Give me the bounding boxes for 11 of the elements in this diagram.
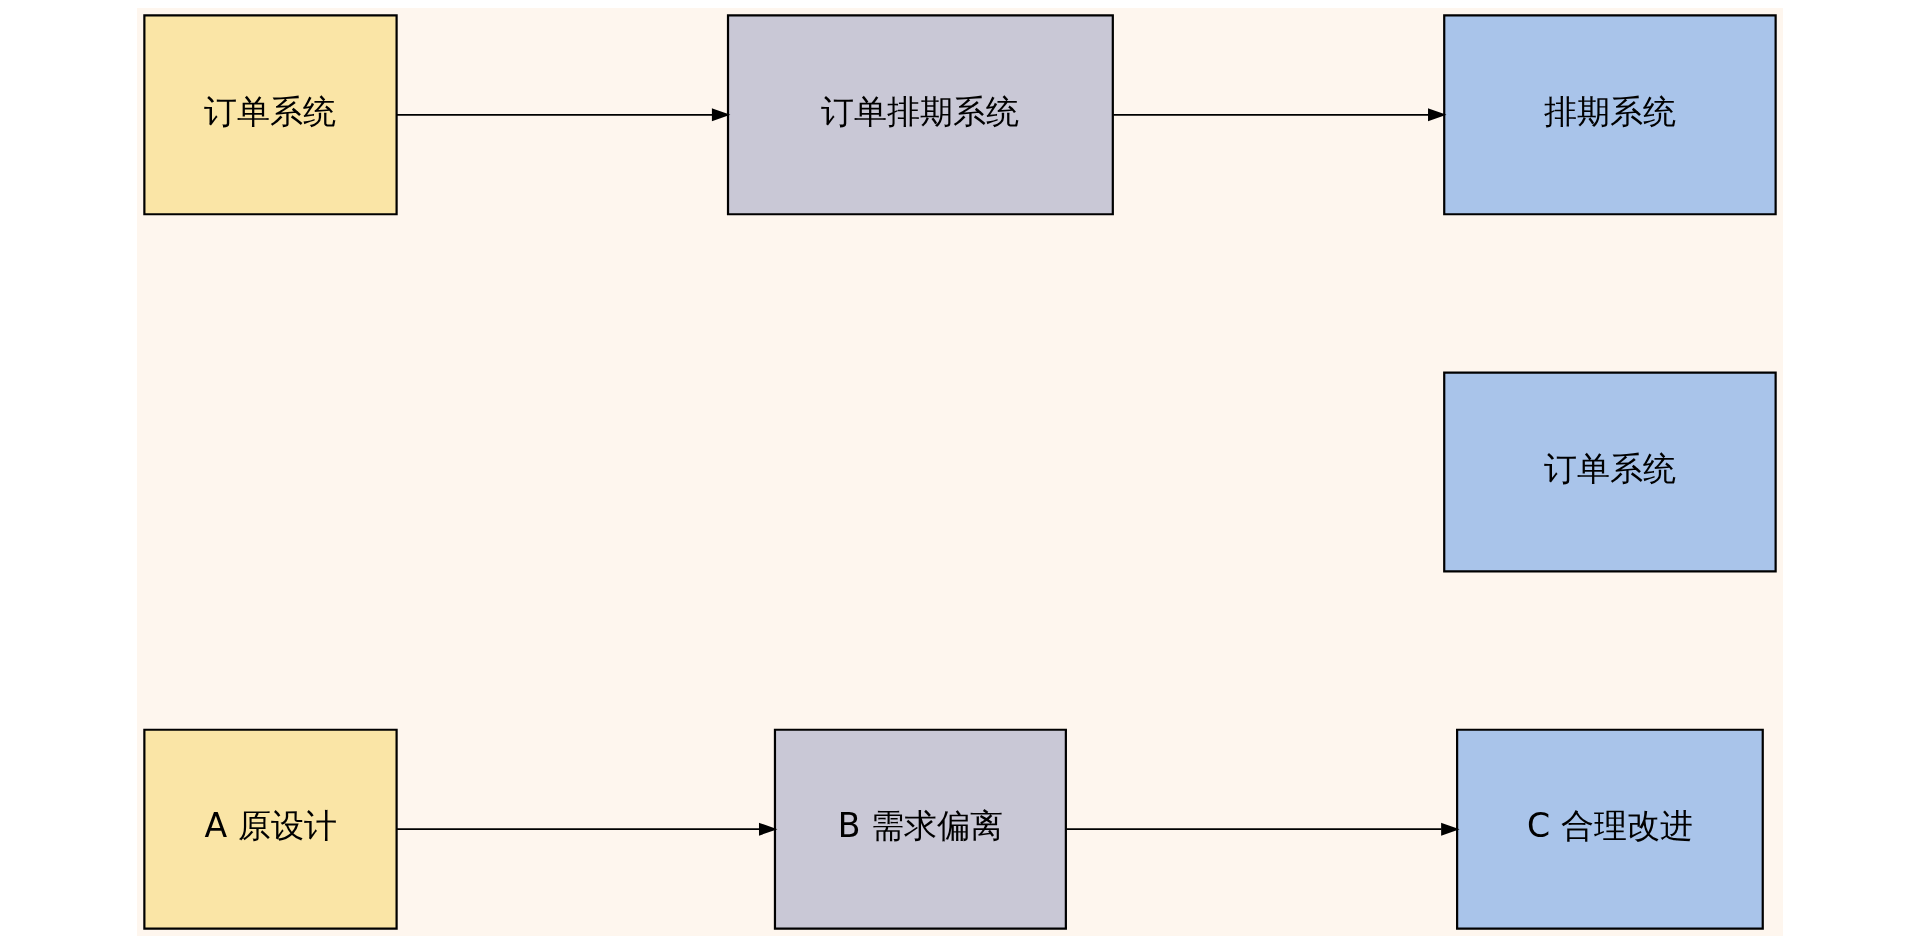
node-box: 订单排期系统: [726, 14, 1114, 216]
node-box: C 合理改进: [1456, 728, 1764, 930]
node-box: B 需求偏离: [773, 728, 1067, 930]
node-box: 订单系统: [143, 14, 398, 216]
arrow: [1065, 822, 1460, 836]
node-box: 订单系统: [1443, 371, 1777, 573]
node-box: 排期系统: [1443, 14, 1777, 216]
node-box: A 原设计: [143, 728, 398, 930]
arrow: [396, 108, 731, 122]
arrow: [396, 822, 778, 836]
arrow: [1112, 108, 1447, 122]
